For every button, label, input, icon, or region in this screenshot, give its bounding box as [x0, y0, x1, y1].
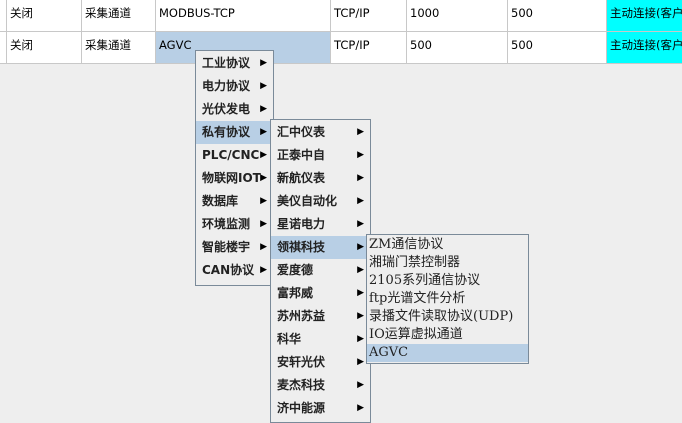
menu-item-label: 工业协议 [202, 56, 251, 70]
menu-item-label: 美仪自动化 [277, 194, 338, 208]
table-row[interactable]: 关闭 采集通道 MODBUS-TCP TCP/IP 1000 500 主动连接(… [0, 0, 682, 32]
triangle-right-icon: ▶ [357, 242, 364, 252]
menu-item-label: 麦杰科技 [277, 378, 326, 392]
menu-item-label: 星诺电力 [277, 217, 326, 231]
menu-item-label: 安轩光伏 [277, 355, 326, 369]
menu-item-protocol[interactable]: ftp光谱文件分析 [369, 291, 466, 306]
cell-timeout[interactable]: 500 [508, 32, 607, 63]
menu-item-label: 爱度德 [277, 263, 314, 277]
menu-item-vendor[interactable]: 汇中仪表 ▶ [271, 121, 370, 144]
menu-item-label: 领祺科技 [277, 240, 326, 254]
menu-item-vendor[interactable]: 正泰中自 ▶ [271, 144, 370, 167]
triangle-right-icon: ▶ [260, 104, 267, 114]
menu-item-label: PLC/CNC [202, 148, 260, 162]
triangle-right-icon: ▶ [357, 311, 364, 321]
menu-item-photovoltaic[interactable]: 光伏发电 ▶ [196, 98, 273, 121]
menu-item-vendor[interactable]: 安轩光伏 ▶ [271, 351, 370, 374]
cell-connection-mode[interactable]: 主动连接(客户 [607, 32, 682, 63]
triangle-right-icon: ▶ [357, 173, 364, 183]
menu-item-database[interactable]: 数据库 ▶ [196, 190, 273, 213]
menu-item-industrial[interactable]: 工业协议 ▶ [196, 52, 273, 75]
triangle-right-icon: ▶ [357, 150, 364, 160]
triangle-right-icon: ▶ [357, 334, 364, 344]
triangle-right-icon: ▶ [260, 265, 267, 275]
cell-transport[interactable]: TCP/IP [331, 0, 407, 31]
menu-item-vendor[interactable]: 星诺电力 ▶ [271, 213, 370, 236]
cell-transport[interactable]: TCP/IP [331, 32, 407, 63]
menu-item-label: CAN协议 [202, 263, 255, 277]
menu-item-private[interactable]: 私有协议 ▶ [196, 121, 273, 144]
menu-item-label: 正泰中自 [277, 148, 326, 162]
menu-item-protocol[interactable]: 录播文件读取协议(UDP) [369, 309, 514, 324]
cell-protocol[interactable]: MODBUS-TCP [156, 0, 331, 31]
menu-item-label: 数据库 [202, 194, 239, 208]
triangle-right-icon: ▶ [260, 173, 267, 183]
menu-item-label: 济中能源 [277, 401, 326, 415]
menu-item-power[interactable]: 电力协议 ▶ [196, 75, 273, 98]
menu-item-label: 苏州苏益 [277, 309, 326, 323]
row-marker [0, 0, 7, 31]
triangle-right-icon: ▶ [260, 219, 267, 229]
menu-item-label: 环境监测 [202, 217, 251, 231]
menu-item-plc-cnc[interactable]: PLC/CNC▶ [196, 144, 273, 167]
menu-item-vendor[interactable]: 麦杰科技 ▶ [271, 374, 370, 397]
menu-item-label: 富邦威 [277, 286, 314, 300]
triangle-right-icon: ▶ [260, 81, 267, 91]
table-row[interactable]: 关闭 采集通道 AGVC TCP/IP 500 500 主动连接(客户 [0, 32, 682, 64]
menu-item-vendor[interactable]: 爱度德 ▶ [271, 259, 370, 282]
triangle-right-icon: ▶ [357, 380, 364, 390]
triangle-right-icon: ▶ [260, 127, 267, 137]
menu-item-protocol[interactable]: ZM通信协议 [369, 237, 444, 252]
menu-item-iot[interactable]: 物联网IOT▶ [196, 167, 273, 190]
triangle-right-icon: ▶ [260, 150, 267, 160]
menu-item-label: 汇中仪表 [277, 125, 326, 139]
menu-item-protocol[interactable]: IO运算虚拟通道 [369, 327, 463, 342]
menu-item-protocol[interactable]: 湘瑞门禁控制器 [369, 255, 461, 270]
cell-status[interactable]: 关闭 [7, 0, 82, 31]
triangle-right-icon: ▶ [357, 403, 364, 413]
cell-timeout[interactable]: 500 [508, 0, 607, 31]
menu-item-protocol[interactable]: AGVC [367, 344, 528, 362]
menu-item-label: 电力协议 [202, 79, 251, 93]
menu-item-vendor[interactable]: 济中能源 ▶ [271, 397, 370, 420]
cell-type[interactable]: 采集通道 [82, 0, 156, 31]
menu-item-label: 智能楼宇 [202, 240, 251, 254]
triangle-right-icon: ▶ [260, 196, 267, 206]
menu-item-smart-building[interactable]: 智能楼宇 ▶ [196, 236, 273, 259]
menu-item-label: 光伏发电 [202, 102, 251, 116]
menu-item-can[interactable]: CAN协议 ▶ [196, 259, 273, 282]
cell-connection-mode[interactable]: 主动连接(客户 [607, 0, 682, 31]
menu-item-protocol[interactable]: 2105系列通信协议 [369, 273, 481, 288]
triangle-right-icon: ▶ [260, 242, 267, 252]
protocol-menu: ZM通信协议 湘瑞门禁控制器 2105系列通信协议 ftp光谱文件分析 录播文件… [366, 234, 529, 364]
menu-item-vendor[interactable]: 苏州苏益 ▶ [271, 305, 370, 328]
triangle-right-icon: ▶ [357, 357, 364, 367]
menu-item-environment[interactable]: 环境监测 ▶ [196, 213, 273, 236]
menu-item-label: 私有协议 [202, 125, 251, 139]
menu-item-label: 新航仪表 [277, 171, 326, 185]
menu-item-vendor[interactable]: 新航仪表 ▶ [271, 167, 370, 190]
cell-period[interactable]: 1000 [407, 0, 508, 31]
triangle-right-icon: ▶ [357, 288, 364, 298]
triangle-right-icon: ▶ [357, 127, 364, 137]
protocol-category-menu: 工业协议▶ 电力协议▶ 光伏发电▶ 私有协议▶ PLC/CNC▶ 物联网IOT▶… [195, 50, 274, 286]
vendor-menu: 汇中仪表 ▶ 正泰中自 ▶ 新航仪表 ▶ 美仪自动化 ▶ 星诺电力 ▶ 领祺科技 ▶ 爱度德… [270, 119, 371, 423]
menu-item-vendor[interactable]: 美仪自动化 ▶ [271, 190, 370, 213]
triangle-right-icon: ▶ [357, 219, 364, 229]
menu-item-vendor[interactable]: 科华 ▶ [271, 328, 370, 351]
menu-item-label: 物联网IOT [202, 171, 261, 185]
triangle-right-icon: ▶ [357, 265, 364, 275]
menu-item-vendor[interactable]: 领祺科技 ▶ [271, 236, 370, 259]
cell-period[interactable]: 500 [407, 32, 508, 63]
menu-item-label: 科华 [277, 332, 302, 346]
triangle-right-icon: ▶ [357, 196, 364, 206]
menu-item-vendor[interactable]: 富邦威 ▶ [271, 282, 370, 305]
cell-type[interactable]: 采集通道 [82, 32, 156, 63]
channel-table: 关闭 采集通道 MODBUS-TCP TCP/IP 1000 500 主动连接(… [0, 0, 682, 64]
row-marker [0, 32, 7, 63]
triangle-right-icon: ▶ [260, 58, 267, 68]
cell-status[interactable]: 关闭 [7, 32, 82, 63]
